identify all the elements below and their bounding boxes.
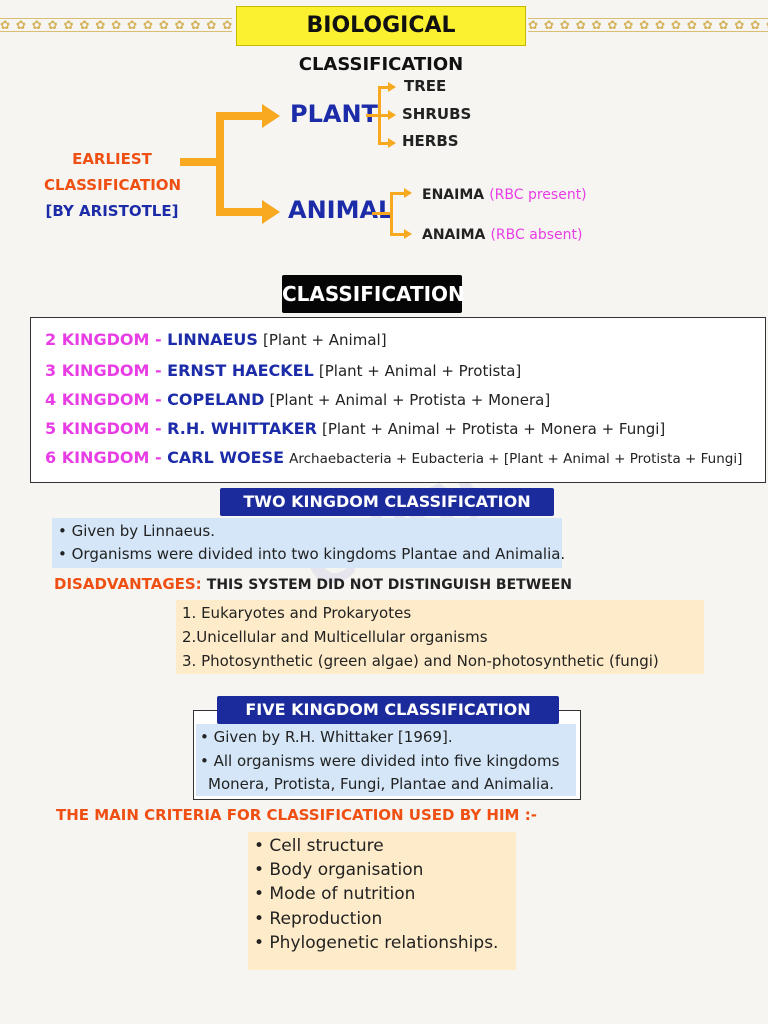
- criteria-item: • Reproduction: [254, 909, 383, 929]
- plant-branch: [216, 112, 264, 120]
- title-part2: CLASSIFICATION: [298, 54, 464, 75]
- five-kingdom-point: • Given by R.H. Whittaker [1969].: [200, 728, 453, 746]
- tree-root-line2: CLASSIFICATION: [44, 176, 182, 194]
- criteria-item: • Mode of nutrition: [254, 884, 416, 904]
- title-part1: BIOLOGICAL: [306, 13, 456, 38]
- classification-heading: CLASSIFICATION: [282, 275, 465, 313]
- kingdom-groups: [Plant + Animal + Protista + Monera]: [269, 391, 551, 409]
- animal-label: ANIMAL: [288, 196, 394, 224]
- kingdom-groups: Archaebacteria + Eubacteria + [Plant + A…: [289, 451, 743, 467]
- plant-sub-h1: [378, 86, 390, 89]
- plant-sub-connector: [366, 114, 380, 117]
- kingdom-row: 4 KINGDOM - COPELAND [Plant + Animal + P…: [45, 390, 550, 409]
- criteria-item: • Cell structure: [254, 836, 384, 856]
- animal-sub-h1: [390, 192, 406, 195]
- anaima-name: ANAIMA: [422, 227, 486, 243]
- tree-root: EARLIEST CLASSIFICATION [BY ARISTOTLE]: [44, 146, 182, 224]
- plant-sub-h2: [378, 114, 390, 117]
- animal-sub-connector: [372, 212, 392, 215]
- kingdom-row: 2 KINGDOM - LINNAEUS [Plant + Animal]: [45, 330, 387, 349]
- kingdom-row: 3 KINGDOM - ERNST HAECKEL [Plant + Anima…: [45, 361, 521, 380]
- animal-child-anaima: ANAIMA (RBC absent): [422, 224, 582, 243]
- disadvantages-line: DISADVANTAGES: THIS SYSTEM DID NOT DISTI…: [54, 574, 572, 593]
- anaima-note: (RBC absent): [490, 227, 583, 243]
- criteria-list: • Cell structure • Body organisation • M…: [248, 832, 516, 970]
- disadvantage-item: 3. Photosynthetic (green algae) and Non-…: [182, 652, 659, 670]
- kingdom-scientist: R.H. WHITTAKER: [167, 419, 317, 438]
- kingdom-table: 2 KINGDOM - LINNAEUS [Plant + Animal] 3 …: [30, 317, 766, 483]
- animal-branch: [216, 208, 264, 216]
- enaima-name: ENAIMA: [422, 187, 485, 203]
- disadvantages-text: THIS SYSTEM DID NOT DISTINGUISH BETWEEN: [206, 577, 573, 593]
- disadvantages-label: DISADVANTAGES:: [54, 575, 202, 593]
- animal-arrow-icon: [262, 200, 280, 224]
- tree-root-line3: [BY ARISTOTLE]: [45, 202, 179, 220]
- kingdom-scientist: CARL WOESE: [167, 448, 285, 467]
- animal-sub-arrow2-icon: [404, 229, 412, 239]
- two-kingdom-point: • Organisms were divided into two kingdo…: [58, 545, 566, 563]
- animal-sub-h2: [390, 233, 406, 236]
- kingdom-row: 5 KINGDOM - R.H. WHITTAKER [Plant + Anim…: [45, 419, 665, 438]
- two-kingdom-point: • Given by Linnaeus.: [58, 522, 216, 540]
- kingdom-groups: [Plant + Animal]: [263, 331, 387, 349]
- kingdom-groups: [Plant + Animal + Protista + Monera + Fu…: [321, 420, 666, 438]
- kingdom-scientist: LINNAEUS: [167, 330, 258, 349]
- kingdom-count: 3 KINGDOM -: [45, 361, 168, 380]
- plant-sub-h3: [378, 142, 390, 145]
- kingdom-scientist: COPELAND: [167, 390, 265, 409]
- two-kingdom-heading: TWO KINGDOM CLASSIFICATION SYSTEM: [220, 488, 554, 539]
- five-kingdom-points: • Given by R.H. Whittaker [1969]. • All …: [196, 724, 576, 796]
- kingdom-groups: [Plant + Animal + Protista]: [318, 362, 522, 380]
- five-kingdom-point: Monera, Protista, Fungi, Plantae and Ani…: [208, 775, 555, 793]
- main-bracket-vertical: [216, 112, 224, 216]
- disadvantage-item: 2.Unicellular and Multicellular organism…: [182, 628, 488, 646]
- plant-arrow-icon: [262, 104, 280, 128]
- plant-sub-arrow2-icon: [388, 110, 396, 120]
- five-kingdom-heading: FIVE KINGDOM CLASSIFICATION SYSTEM: [217, 696, 559, 747]
- five-kingdom-point: • All organisms were divided into five k…: [200, 752, 560, 770]
- two-kingdom-points: • Given by Linnaeus. • Organisms were di…: [52, 518, 566, 568]
- root-connector: [180, 158, 222, 166]
- enaima-note: (RBC present): [489, 187, 587, 203]
- criteria-item: • Body organisation: [254, 860, 424, 880]
- plant-sub-arrow1-icon: [388, 82, 396, 92]
- kingdom-row: 6 KINGDOM - CARL WOESE Archaebacteria + …: [45, 448, 742, 467]
- kingdom-count: 6 KINGDOM -: [45, 448, 168, 467]
- criteria-item: • Phylogenetic relationships.: [254, 933, 499, 953]
- criteria-heading: THE MAIN CRITERIA FOR CLASSIFICATION USE…: [56, 806, 537, 824]
- disadvantages-list: 1. Eukaryotes and Prokaryotes 2.Unicellu…: [176, 600, 704, 674]
- plant-child-herbs: HERBS: [402, 132, 459, 150]
- plant-label: PLANT: [290, 100, 378, 128]
- kingdom-count: 4 KINGDOM -: [45, 390, 168, 409]
- plant-sub-arrow3-icon: [388, 138, 396, 148]
- plant-child-tree: TREE: [404, 77, 447, 95]
- plant-child-shrubs: SHRUBS: [402, 105, 472, 123]
- kingdom-scientist: ERNST HAECKEL: [167, 361, 314, 380]
- kingdom-count: 2 KINGDOM -: [45, 330, 168, 349]
- decorative-border-right: ✿ ✿ ✿ ✿ ✿ ✿ ✿ ✿ ✿ ✿ ✿ ✿ ✿ ✿ ✿ ✿ ✿ ✿ ✿ ✿ …: [528, 18, 768, 32]
- page-title: BIOLOGICAL CLASSIFICATION: [236, 6, 526, 75]
- animal-child-enaima: ENAIMA (RBC present): [422, 184, 587, 203]
- disadvantage-item: 1. Eukaryotes and Prokaryotes: [182, 604, 412, 622]
- tree-root-line1: EARLIEST: [72, 150, 152, 168]
- kingdom-count: 5 KINGDOM -: [45, 419, 168, 438]
- animal-sub-arrow1-icon: [404, 188, 412, 198]
- animal-sub-vertical: [390, 192, 393, 236]
- decorative-border-left: ✿ ✿ ✿ ✿ ✿ ✿ ✿ ✿ ✿ ✿ ✿ ✿ ✿ ✿ ✿ ✿ ✿ ✿ ✿ ✿ …: [0, 18, 232, 32]
